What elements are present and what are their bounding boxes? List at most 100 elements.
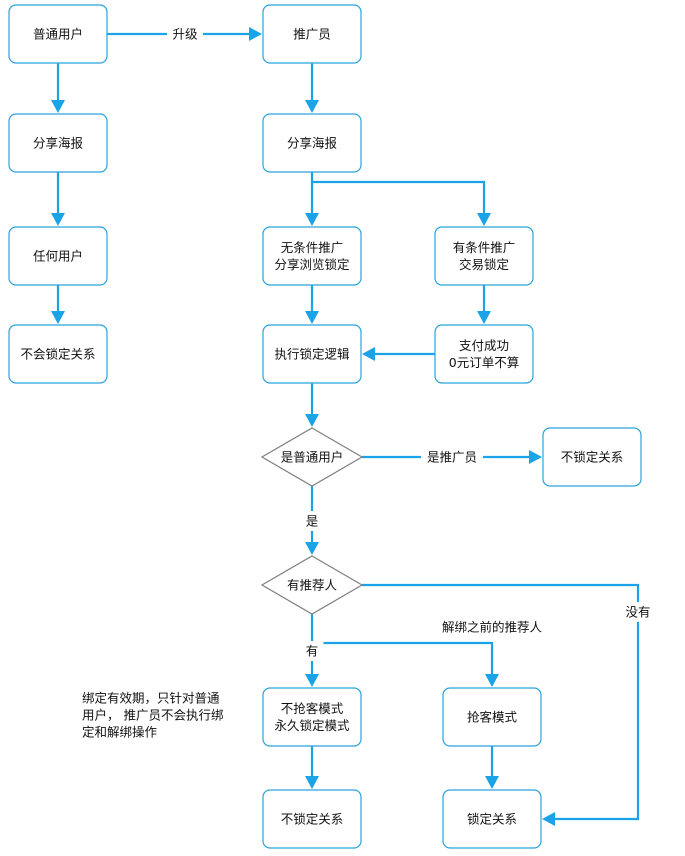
node-execute-lock: 执行锁定逻辑 (262, 324, 362, 384)
label-upgrade-bg (167, 24, 203, 44)
label-upgrade: 升级 (167, 24, 203, 44)
label-has: 有 (300, 641, 324, 661)
edge-none-line (362, 583, 640, 821)
edge-to-conditional (312, 180, 491, 226)
edge-to-conditional-line (312, 180, 486, 216)
node-promoter-label: 推广员 (293, 27, 331, 42)
edge-unconditional-execute (305, 285, 319, 324)
node-share-poster-right-label: 分享海报 (287, 136, 338, 151)
edge-conditional-payment (477, 285, 491, 324)
edge-right-1-arrowhead (305, 100, 319, 113)
decision-is-normal-user-label: 是普通用户 (281, 450, 344, 465)
node-normal-user-label: 普通用户 (33, 27, 83, 42)
decision-has-referrer-shape (260, 555, 364, 615)
label-none: 没有 (620, 602, 656, 622)
label-is-promoter: 是推广员 (421, 447, 483, 467)
node-no-lock-left-box (8, 324, 108, 384)
edge-upgrade-arrowhead (249, 27, 262, 41)
edge-left-2 (51, 172, 65, 226)
node-unconditional-promo-label-2: 分享浏览锁定 (274, 257, 349, 272)
edge-none (362, 583, 640, 826)
binding-note-line-2: 用户， 推广员不会执行绑 (82, 708, 223, 723)
edge-previous-referrer-line (312, 641, 494, 677)
edge-to-unconditional (305, 172, 319, 226)
edge-right-1 (305, 63, 319, 113)
label-is-promoter-text: 是推广员 (427, 450, 477, 465)
label-is-promoter-bg (421, 447, 483, 467)
node-payment-success-box (434, 324, 534, 384)
node-normal-user-box (8, 4, 108, 64)
label-previous-referrer-text: 解绑之前的推荐人 (442, 620, 543, 635)
decision-has-referrer: 有推荐人 (260, 555, 364, 615)
edge-no-grab-no-lock (305, 746, 319, 789)
node-no-grab-mode-label-1: 不抢客模式 (281, 701, 344, 716)
edge-to-unconditional-arrowhead (305, 213, 319, 226)
node-grab-mode-label: 抢客模式 (467, 710, 518, 725)
edge-previous-referrer (312, 641, 499, 687)
label-has-text: 有 (306, 644, 319, 659)
edge-has-arrowhead (305, 674, 319, 687)
edge-to-conditional-arrowhead (477, 213, 491, 226)
node-conditional-promo-label-2: 交易锁定 (459, 257, 509, 272)
edge-previous-referrer-arrowhead (485, 674, 499, 687)
node-no-lock-left-label: 不会锁定关系 (20, 347, 95, 362)
node-execute-lock-label: 执行锁定逻辑 (274, 347, 349, 362)
node-share-poster-left-label: 分享海报 (33, 136, 84, 151)
node-payment-success-label-1: 支付成功 (459, 338, 509, 353)
node-lock-relation: 锁定关系 (442, 789, 542, 849)
edge-left-1 (51, 63, 65, 113)
node-promoter-box (262, 4, 362, 64)
edge-left-2-arrowhead (51, 213, 65, 226)
node-lock-relation-box (442, 789, 542, 849)
decision-has-referrer-label: 有推荐人 (287, 578, 338, 593)
edge-left-3-arrowhead (51, 311, 65, 324)
node-normal-user: 普通用户 (8, 4, 108, 64)
node-share-poster-right: 分享海报 (262, 113, 362, 173)
edge-is-promoter-arrowhead (529, 450, 542, 464)
node-any-user: 任何用户 (8, 226, 108, 286)
binding-note-line-1: 绑定有效期，只针对普通 (82, 691, 220, 706)
node-grab-mode: 抢客模式 (442, 687, 542, 747)
label-previous-referrer: 解绑之前的推荐人 (442, 620, 543, 635)
node-no-grab-mode-label-2: 永久锁定模式 (274, 718, 350, 733)
node-conditional-promo-box (434, 226, 534, 286)
node-promoter: 推广员 (262, 4, 362, 64)
node-no-lock-bottom: 不锁定关系 (262, 789, 362, 849)
edge-execute-decision-arrowhead (305, 414, 319, 427)
node-no-lock-right: 不锁定关系 (542, 427, 642, 487)
edge-left-1-arrowhead (51, 100, 65, 113)
label-none-bg (620, 602, 656, 622)
node-lock-relation-label: 锁定关系 (467, 812, 517, 827)
node-unconditional-promo-label-1: 无条件推广 (281, 240, 344, 255)
edge-left-3 (51, 285, 65, 324)
node-payment-success: 支付成功 0元订单不算 (434, 324, 534, 384)
edge-conditional-payment-arrowhead (477, 311, 491, 324)
node-unconditional-promo-box (262, 226, 362, 286)
edge-payment-execute-arrowhead (362, 347, 375, 361)
node-no-lock-bottom-box (262, 789, 362, 849)
node-share-poster-left-box (8, 113, 108, 173)
node-conditional-promo-label-1: 有条件推广 (453, 240, 516, 255)
label-yes: 是 (300, 511, 324, 531)
label-upgrade-text: 升级 (172, 27, 198, 42)
node-grab-mode-box (442, 687, 542, 747)
node-any-user-box (8, 226, 108, 286)
label-yes-bg (300, 511, 324, 531)
node-no-grab-mode-box (262, 687, 362, 747)
node-no-lock-left: 不会锁定关系 (8, 324, 108, 384)
node-payment-success-label-2: 0元订单不算 (449, 355, 519, 370)
node-no-lock-right-label: 不锁定关系 (561, 450, 624, 465)
edge-no-grab-no-lock-arrowhead (305, 776, 319, 789)
label-none-text: 没有 (625, 605, 650, 620)
edge-grab-lock-arrowhead (485, 776, 499, 789)
decision-is-normal-user-shape (260, 427, 364, 487)
binding-note-line-3: 定和解绑操作 (82, 725, 158, 740)
edge-payment-execute (362, 347, 435, 361)
node-no-lock-right-box (542, 427, 642, 487)
label-has-bg (300, 641, 324, 661)
